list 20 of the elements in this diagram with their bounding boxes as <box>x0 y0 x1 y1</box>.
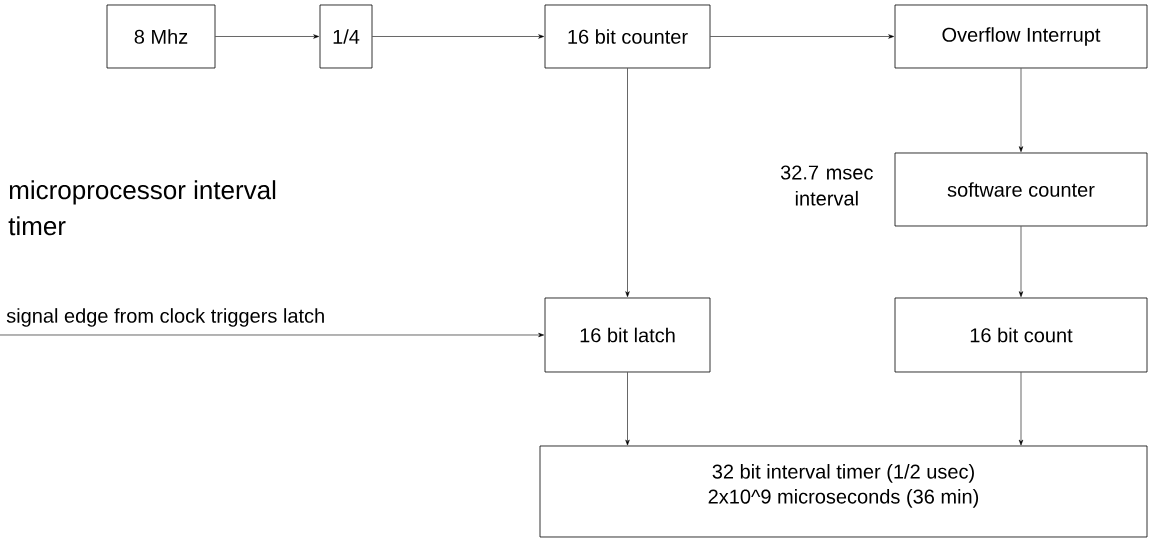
block-box: 16 bit count <box>894 297 1148 373</box>
arrow <box>0 332 544 338</box>
block-box: 16 bit counter <box>544 4 711 69</box>
arrow <box>710 34 894 39</box>
block-box: 8 Mhz <box>106 4 216 69</box>
block-box: software counter <box>894 152 1148 227</box>
arrow <box>625 68 630 297</box>
arrow <box>1018 68 1024 152</box>
edge-label: signal edge from clock triggers latch <box>6 308 324 327</box>
block-box: Overflow Interrupt <box>894 4 1148 69</box>
arrow <box>1018 372 1024 446</box>
interval-note: 32.7 msec interval <box>780 165 873 206</box>
arrow <box>625 372 630 446</box>
arrow <box>372 34 544 39</box>
block-box: 1/4 <box>319 4 373 69</box>
arrow <box>1018 226 1024 297</box>
block-box: 16 bit latch <box>544 297 711 373</box>
title: microprocessor interval timer <box>8 180 276 236</box>
arrow <box>215 34 320 39</box>
block-box: 32 bit interval timer (1/2 usec) 2x10^9 microseconds (36 min) <box>539 445 1148 538</box>
